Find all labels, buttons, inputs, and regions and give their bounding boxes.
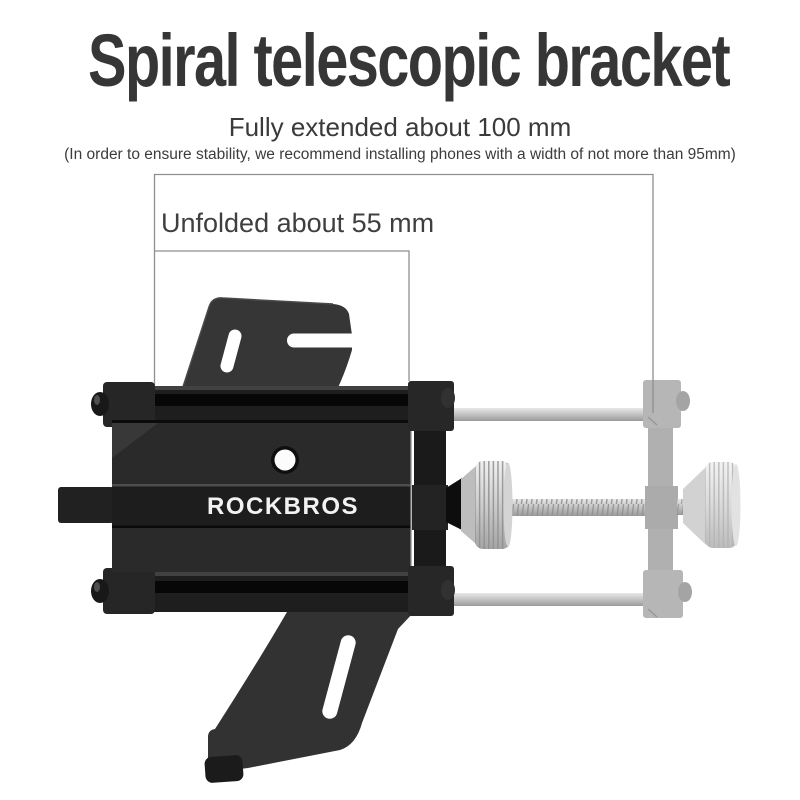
dimension-rect-100mm <box>153 173 654 413</box>
bottom-rail-rod <box>448 593 648 606</box>
top-hook-arm <box>179 297 359 397</box>
adjustment-screw <box>506 499 648 516</box>
top-rail-rod <box>448 408 648 421</box>
top-hook-slit <box>287 333 359 348</box>
bracket-main-body: ROCKBROS <box>58 420 412 572</box>
dimension-lines <box>153 173 654 413</box>
bottom-hook-arm <box>204 612 414 783</box>
right-arm-bottom-block <box>408 566 454 616</box>
bracket-right-arm <box>408 381 513 616</box>
top-rail-left-cap <box>103 382 155 427</box>
ghost-top-block <box>643 380 681 428</box>
top-rail-left-bolt <box>91 392 109 416</box>
bottom-rail-left-bolt <box>91 579 109 603</box>
subtitle-extended-length: Fully extended about 100 mm <box>228 112 572 142</box>
right-arm-mid-block <box>412 485 448 530</box>
telescopic-rails <box>448 408 648 606</box>
bottom-clamp-rail <box>91 568 446 614</box>
top-hook-slot <box>220 329 242 373</box>
bottom-hook-toe <box>204 755 244 783</box>
bottom-hook-slot <box>322 635 356 719</box>
bottom-rail-left-cap <box>103 568 155 614</box>
ghost-bottom-bolt <box>678 582 692 602</box>
stability-note: (In order to ensure stability, we recomm… <box>64 146 736 163</box>
dimension-rect-55mm <box>154 250 410 381</box>
right-arm-bottom-bolt <box>441 580 455 600</box>
ghost-top-bolt <box>676 391 690 411</box>
top-clamp-rail <box>91 382 446 427</box>
extended-arm-ghost <box>643 380 741 618</box>
ghost-mid-block <box>645 486 678 529</box>
ghost-bottom-block <box>643 570 683 618</box>
brand-logo: ROCKBROS <box>207 493 359 520</box>
ghost-knob <box>677 462 741 548</box>
tension-knob <box>446 461 513 549</box>
page-title: Spiral telescopic bracket <box>88 19 731 102</box>
left-mid-tab <box>58 487 114 523</box>
dimension-label: Unfolded about 55 mm <box>161 208 434 238</box>
right-arm-top-bolt <box>441 388 455 408</box>
